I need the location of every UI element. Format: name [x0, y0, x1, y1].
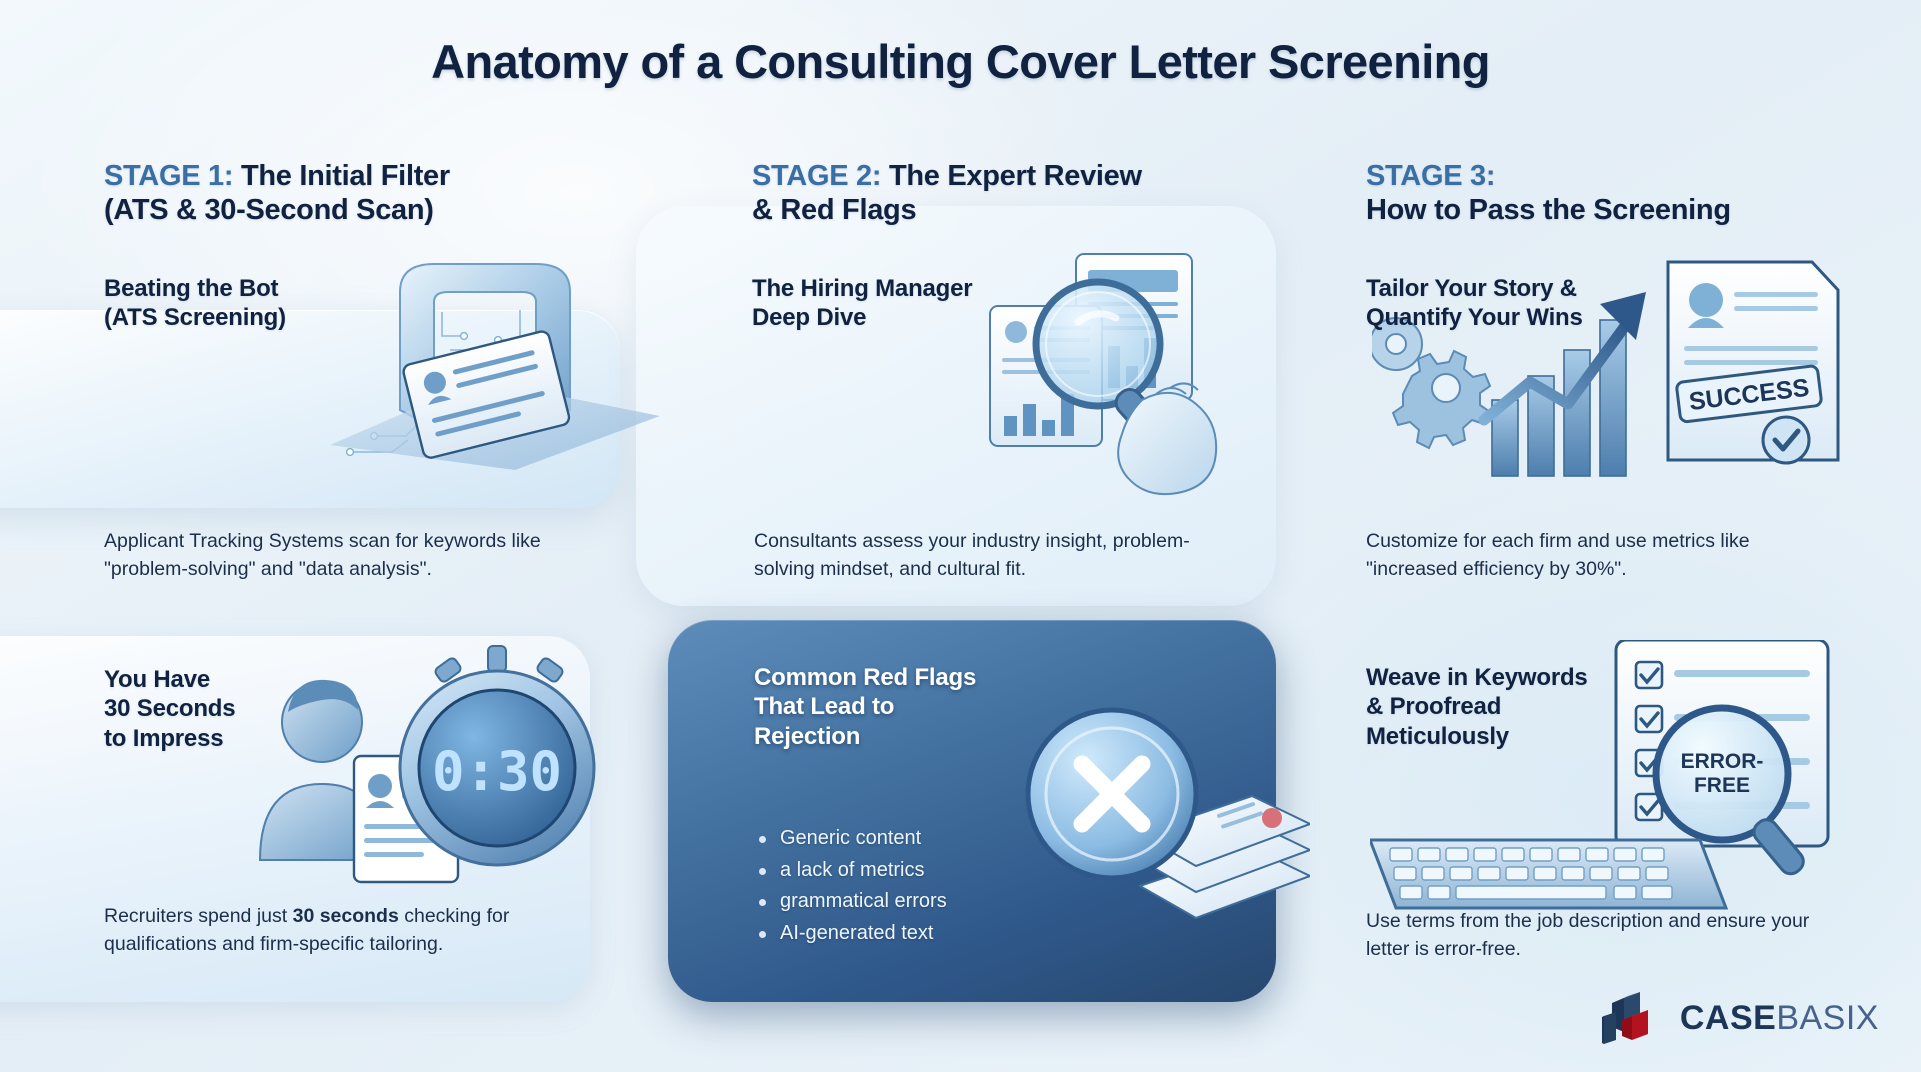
red-flag-item: Generic content: [754, 823, 1044, 855]
stage-3-label: STAGE 3:: [1366, 160, 1496, 192]
stage-1-title-line1: The Initial Filter: [240, 160, 450, 192]
stage1-card2-heading-line2: 30 Seconds: [104, 695, 236, 723]
red-flag-item: a lack of metrics: [754, 855, 1044, 887]
cube-blocks-logo: [1601, 992, 1648, 1044]
stage1-card2-body: Recruiters spend just 30 seconds checkin…: [104, 903, 604, 958]
stage1-card1-heading: Beating the Bot (ATS Screening): [104, 274, 404, 333]
logo-name-light: BASIX: [1776, 998, 1879, 1037]
casebasix-logo[interactable]: CASEBASIX: [1601, 990, 1879, 1046]
stage-2-title-line1: The Expert Review: [888, 160, 1142, 192]
stage3-card2-heading: Weave in Keywords & Proofread Meticulous…: [1366, 663, 1666, 751]
stage2-card1-body: Consultants assess your industry insight…: [754, 530, 1190, 580]
stage1-card2-body-post: checking for qualifications and firm-spe…: [104, 905, 510, 955]
stage2-card2-heading-line2: That Lead to: [754, 693, 895, 721]
stage-1-column: STAGE 1: The Initial Filter (ATS & 30-Se…: [104, 160, 634, 228]
error-free-badge-line1: ERROR-: [1681, 750, 1764, 773]
stage1-card2-body-bold: 30 seconds: [292, 905, 399, 927]
stage2-card2-heading-line3: Rejection: [754, 722, 861, 750]
stage-2-column: STAGE 2: The Expert Review & Red Flags: [752, 160, 1252, 228]
stage1-card2-heading: You Have 30 Seconds to Impress: [104, 665, 384, 753]
stage1-card1-panel: [0, 310, 620, 508]
error-free-badge-line2: FREE: [1694, 774, 1750, 797]
stage-1-title-line2: (ATS & 30-Second Scan): [104, 193, 434, 226]
stage1-card2-body-pre: Recruiters spend just: [104, 905, 293, 927]
stage2-card1-heading-line1: The Hiring Manager: [752, 275, 973, 302]
stage-3-title-line1: How to Pass the Screening: [1366, 193, 1731, 226]
stage-3-column: STAGE 3: How to Pass the Screening: [1366, 160, 1866, 228]
stage3-card2-heading-line1: Weave in Keywords: [1366, 664, 1588, 691]
stage3-card2-body: Use terms from the job description and e…: [1366, 910, 1810, 960]
stage2-card1-heading-line2: Deep Dive: [752, 304, 867, 332]
stage1-card1-heading-line1: Beating the Bot: [104, 275, 279, 302]
stage1-card2-heading-line1: You Have: [104, 666, 210, 693]
stage3-card1-heading-line2: Quantify Your Wins: [1366, 304, 1583, 332]
stage2-card2-heading-line1: Common Red Flags: [754, 664, 977, 691]
logo-name-bold: CASE: [1679, 998, 1777, 1037]
stage3-card1-body: Customize for each firm and use metrics …: [1366, 530, 1750, 580]
stage1-card2-heading-line3: to Impress: [104, 724, 224, 752]
stage-2-title-line2: & Red Flags: [752, 193, 917, 226]
success-badge-text: SUCCESS: [1687, 374, 1810, 417]
stage-2-label: STAGE 2:: [752, 160, 882, 192]
stage-1-heading: STAGE 1: The Initial Filter (ATS & 30-Se…: [104, 160, 634, 228]
red-flag-item: AI-generated text: [754, 918, 1044, 950]
stage3-card1-heading: Tailor Your Story & Quantify Your Wins: [1366, 274, 1666, 333]
red-flag-item: grammatical errors: [754, 886, 1044, 918]
stage-1-label: STAGE 1:: [104, 160, 234, 192]
stage1-card1-body: Applicant Tracking Systems scan for keyw…: [104, 530, 541, 580]
page-title: Anatomy of a Consulting Cover Letter Scr…: [431, 35, 1490, 88]
stage3-card2-heading-line3: Meticulously: [1366, 722, 1509, 750]
stage-3-heading: STAGE 3: How to Pass the Screening: [1366, 160, 1866, 228]
stage2-card2-heading: Common Red Flags That Lead to Rejection: [754, 663, 1054, 751]
stage2-card1-heading: The Hiring Manager Deep Dive: [752, 274, 1082, 333]
stage3-card2-heading-line2: & Proofread: [1366, 693, 1502, 721]
logo-wordmark: CASEBASIX: [1680, 999, 1879, 1038]
stage1-card1-heading-line2: (ATS Screening): [104, 304, 286, 332]
stage-2-heading: STAGE 2: The Expert Review & Red Flags: [752, 160, 1252, 228]
stage3-card1-heading-line1: Tailor Your Story &: [1366, 275, 1577, 302]
